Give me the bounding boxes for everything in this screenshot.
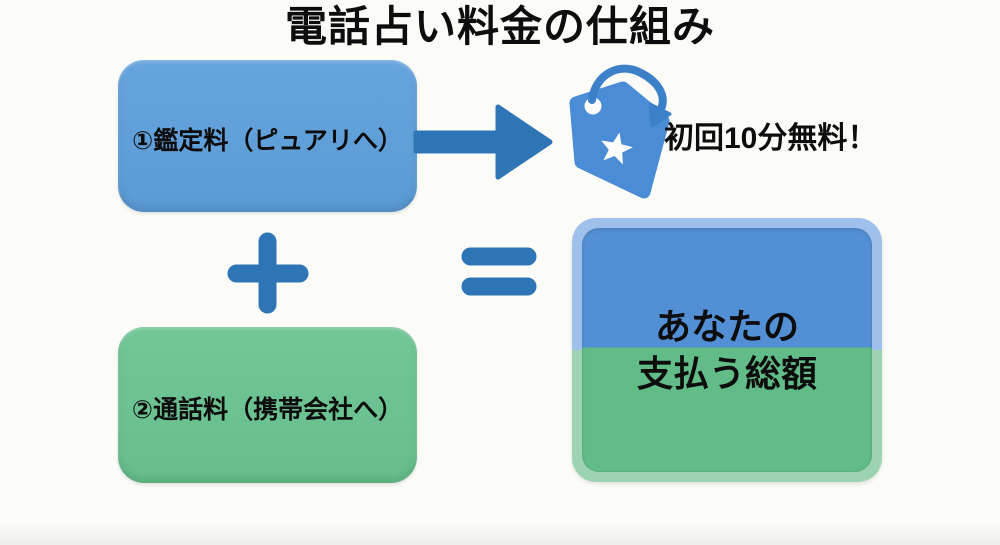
plus-icon (227, 232, 309, 314)
total-line-2: 支払う総額 (636, 353, 817, 394)
fee-box-2: ②通話料（携帯会社へ） (118, 327, 417, 483)
price-tag-icon (569, 64, 672, 199)
fee-box-1-label: ①鑑定料（ピュアリへ） (132, 127, 403, 155)
total-line-1: あなたの (654, 306, 799, 347)
curved-arrow-icon (588, 64, 672, 128)
page-title: 電話占い料金の仕組み (284, 3, 715, 50)
promo-label: 初回10分無料！ (664, 122, 878, 155)
fee-box-1: ①鑑定料（ピュアリへ） (118, 60, 417, 212)
star-icon (601, 132, 633, 165)
total-box-inner: あなたの 支払う総額 (582, 228, 872, 472)
right-arrow-icon (413, 104, 553, 180)
fee-box-2-label: ②通話料（携帯会社へ） (131, 396, 404, 424)
total-box: あなたの 支払う総額 (572, 218, 882, 482)
equals-icon (461, 247, 537, 296)
